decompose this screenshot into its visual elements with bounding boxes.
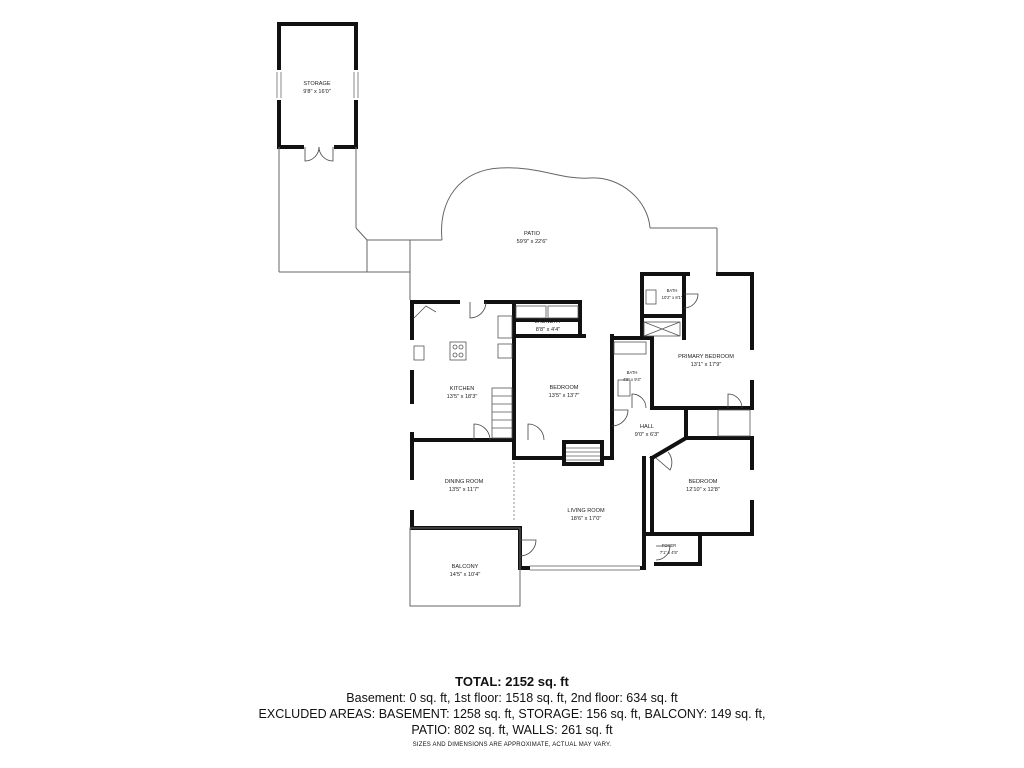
excluded-areas-cont: PATIO: 802 sq. ft, WALLS: 261 sq. ft [411,723,613,737]
storage-name: STORAGE [303,81,331,87]
storage-room [276,22,359,162]
exterior-walls [410,272,754,570]
kitchen-name: KITCHEN [450,386,475,392]
dining-name: DINING ROOM [445,479,484,485]
foyer-dims: 7'1" x 4'5" [660,550,679,555]
laundry-name: LAUNDRY [535,319,562,325]
disclaimer: SIZES AND DIMENSIONS ARE APPROXIMATE, AC… [412,742,612,748]
bath-primary-name: BATH [667,288,678,293]
balcony-name: BALCONY [452,564,479,570]
living-dims: 18'6" x 17'0" [571,516,602,522]
primary-bedroom-name: PRIMARY BEDROOM [678,354,734,360]
bedroom-right-name: BEDROOM [689,479,718,485]
total-area: TOTAL: 2152 sq. ft [455,674,569,689]
patio-dims: 59'9" x 22'6" [517,239,548,245]
balcony-outline [409,527,521,607]
patio-name: PATIO [524,231,541,237]
patio-outline [278,147,718,300]
floor-breakdown: Basement: 0 sq. ft, 1st floor: 1518 sq. … [346,691,678,705]
kitchen-fixtures [413,289,751,437]
primary-bedroom-dims: 13'1" x 17'9" [691,362,722,368]
hall-dims: 9'0" x 6'3" [635,432,659,438]
windows [410,272,754,571]
bath-mid-name: BATH [627,370,638,375]
bedroom-mid-dims: 13'5" x 13'7" [549,393,580,399]
balcony-dims: 14'5" x 10'4" [450,572,481,578]
excluded-areas: EXCLUDED AREAS: BASEMENT: 1258 sq. ft, S… [258,707,766,721]
laundry-dims: 8'8" x 4'4" [536,327,560,333]
bath-primary-dims: 10'2" x 8'1" [662,295,683,300]
bath-mid-dims: 4'9" x 9'4" [623,377,642,382]
living-name: LIVING ROOM [567,508,605,514]
fireplace [562,440,604,466]
door-swings [469,293,743,561]
stairs [491,387,513,439]
area-summary: TOTAL: 2152 sq. ft Basement: 0 sq. ft, 1… [0,674,1024,750]
foyer-name: FOYER [662,543,676,548]
bedroom-mid-name: BEDROOM [550,385,579,391]
bedroom-right-dims: 12'10" x 12'8" [686,487,720,493]
storage-dims: 9'8" x 16'0" [303,89,331,95]
hall-name: HALL [640,424,654,430]
dining-dims: 13'5" x 11'7" [449,487,479,493]
kitchen-dims: 13'5" x 18'3" [447,394,478,400]
